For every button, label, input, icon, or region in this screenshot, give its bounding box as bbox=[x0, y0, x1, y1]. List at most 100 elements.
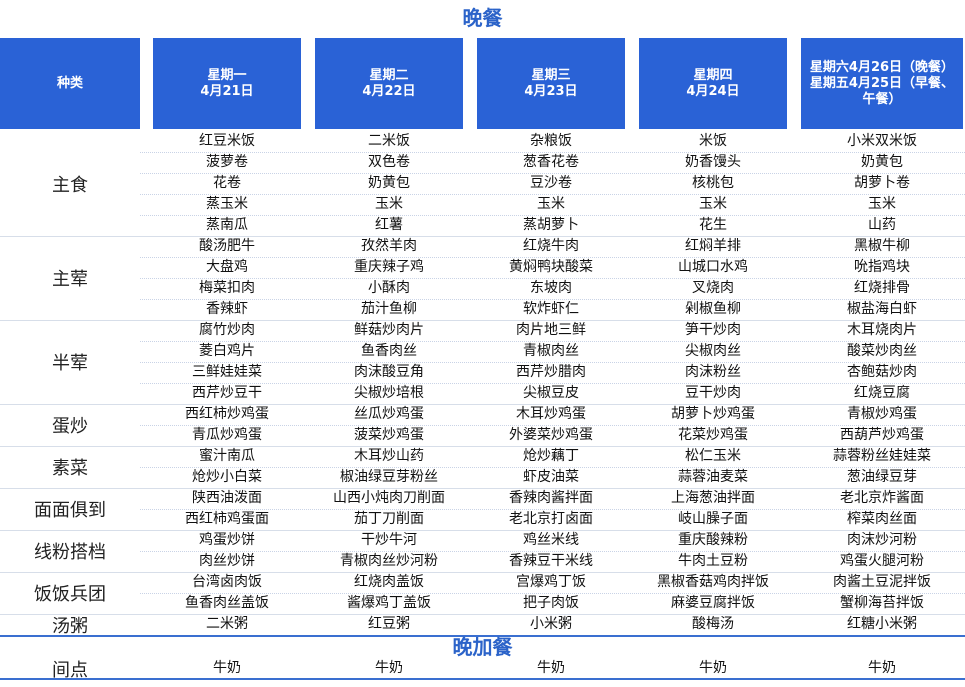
menu-item: 蟹柳海苔拌饭 bbox=[840, 595, 924, 611]
menu-item: 西芹炒腊肉 bbox=[516, 364, 586, 380]
menu-item: 红烧豆腐 bbox=[854, 385, 910, 401]
menu-item: 二米饭 bbox=[368, 133, 410, 149]
header-day-1-weekday: 星期一 bbox=[207, 67, 247, 83]
row-divider bbox=[140, 593, 965, 594]
menu-item: 牛奶 bbox=[537, 660, 565, 676]
category-label: 间点 bbox=[52, 659, 88, 681]
menu-item: 奶黄包 bbox=[861, 154, 903, 170]
header-day-4-date: 4月24日 bbox=[686, 83, 740, 99]
menu-item: 酸梅汤 bbox=[692, 616, 734, 632]
menu-item: 尖椒炒培根 bbox=[354, 385, 424, 401]
menu-item: 菱白鸡片 bbox=[199, 343, 255, 359]
menu-item: 香辣豆干米线 bbox=[509, 553, 593, 569]
menu-item: 红豆米饭 bbox=[199, 133, 255, 149]
category-label: 主荤 bbox=[52, 269, 88, 290]
header-day-1: 星期一 4月21日 bbox=[153, 38, 301, 129]
menu-item: 山城口水鸡 bbox=[678, 259, 748, 275]
menu-item: 豆沙卷 bbox=[530, 175, 572, 191]
header-category: 种类 bbox=[0, 38, 140, 129]
menu-item: 黄焖鸭块酸菜 bbox=[509, 259, 593, 275]
menu-item: 虾皮油菜 bbox=[523, 469, 579, 485]
menu-item: 宫爆鸡丁饭 bbox=[516, 574, 586, 590]
menu-item: 榨菜肉丝面 bbox=[847, 511, 917, 527]
menu-item: 老北京打卤面 bbox=[509, 511, 593, 527]
category-label: 主食 bbox=[52, 174, 88, 196]
menu-item: 肉沫炒河粉 bbox=[847, 532, 917, 548]
category-divider bbox=[0, 320, 965, 321]
category-divider bbox=[0, 488, 965, 489]
menu-item: 玉米 bbox=[868, 196, 896, 212]
menu-item: 尖椒肉丝 bbox=[685, 343, 741, 359]
menu-item: 红烧牛肉 bbox=[523, 238, 579, 254]
menu-item: 吮指鸡块 bbox=[854, 259, 910, 275]
menu-item: 花生 bbox=[699, 217, 727, 233]
menu-item: 尖椒豆皮 bbox=[523, 385, 579, 401]
menu-item: 孜然羊肉 bbox=[361, 238, 417, 254]
menu-item: 菠菜炒鸡蛋 bbox=[354, 427, 424, 443]
menu-item: 青瓜炒鸡蛋 bbox=[192, 427, 262, 443]
menu-item: 红糖小米粥 bbox=[847, 616, 917, 632]
menu-item: 红焖羊排 bbox=[685, 238, 741, 254]
menu-item: 酸汤肥牛 bbox=[199, 238, 255, 254]
row-divider bbox=[140, 152, 965, 153]
menu-item: 干炒牛河 bbox=[361, 532, 417, 548]
extra-meal-title: 晚加餐 bbox=[452, 635, 513, 659]
row-divider bbox=[140, 215, 965, 216]
menu-item: 西红柿炒鸡蛋 bbox=[185, 406, 269, 422]
menu-item: 鸡蛋火腿河粉 bbox=[840, 553, 924, 569]
row-divider bbox=[140, 173, 965, 174]
menu-item: 麻婆豆腐拌饭 bbox=[671, 595, 755, 611]
menu-item: 蜜汁南瓜 bbox=[199, 448, 255, 464]
menu-item: 蒸胡萝卜 bbox=[523, 217, 579, 233]
row-divider bbox=[140, 467, 965, 468]
menu-item: 腐竹炒肉 bbox=[199, 322, 255, 338]
menu-item: 香辣肉酱拌面 bbox=[509, 490, 593, 506]
menu-item: 松仁玉米 bbox=[685, 448, 741, 464]
menu-item: 重庆辣子鸡 bbox=[354, 259, 424, 275]
menu-item: 把子肉饭 bbox=[523, 595, 579, 611]
bottom-divider bbox=[0, 678, 965, 680]
row-divider bbox=[140, 299, 965, 300]
category-label: 素菜 bbox=[52, 458, 88, 479]
menu-item: 西芹炒豆干 bbox=[192, 385, 262, 401]
header-day-5-saturday: 星期六4月26日（晚餐） bbox=[809, 59, 955, 75]
menu-item: 牛奶 bbox=[868, 660, 896, 676]
category-divider bbox=[0, 530, 965, 531]
menu-item: 肉片地三鲜 bbox=[516, 322, 586, 338]
menu-item: 杏鲍菇炒肉 bbox=[847, 364, 917, 380]
menu-item: 豆干炒肉 bbox=[685, 385, 741, 401]
menu-item: 陕西油泼面 bbox=[192, 490, 262, 506]
menu-item: 杂粮饭 bbox=[530, 133, 572, 149]
menu-item: 台湾卤肉饭 bbox=[192, 574, 262, 590]
menu-item: 炝炒小白菜 bbox=[192, 469, 262, 485]
menu-item: 蒜蓉油麦菜 bbox=[678, 469, 748, 485]
menu-item: 炝炒藕丁 bbox=[523, 448, 579, 464]
menu-item: 牛奶 bbox=[375, 660, 403, 676]
menu-item: 小酥肉 bbox=[368, 280, 410, 296]
category-divider bbox=[0, 614, 965, 615]
category-divider bbox=[0, 446, 965, 447]
menu-item: 小米粥 bbox=[530, 616, 572, 632]
menu-item: 花菜炒鸡蛋 bbox=[678, 427, 748, 443]
menu-item: 玉米 bbox=[537, 196, 565, 212]
menu-item: 核桃包 bbox=[692, 175, 734, 191]
menu-item: 鱼香肉丝盖饭 bbox=[185, 595, 269, 611]
row-divider bbox=[140, 383, 965, 384]
row-divider bbox=[140, 425, 965, 426]
menu-item: 木耳炒鸡蛋 bbox=[516, 406, 586, 422]
menu-item: 米饭 bbox=[699, 133, 727, 149]
menu-item: 葱油绿豆芽 bbox=[847, 469, 917, 485]
menu-item: 青椒肉丝 bbox=[523, 343, 579, 359]
menu-item: 剁椒鱼柳 bbox=[685, 301, 741, 317]
menu-item: 丝瓜炒鸡蛋 bbox=[354, 406, 424, 422]
menu-item: 岐山臊子面 bbox=[678, 511, 748, 527]
header-day-4: 星期四 4月24日 bbox=[639, 38, 787, 129]
menu-item: 木耳炒山药 bbox=[354, 448, 424, 464]
menu-item: 红豆粥 bbox=[368, 616, 410, 632]
menu-item: 青椒炒鸡蛋 bbox=[847, 406, 917, 422]
menu-item: 山药 bbox=[868, 217, 896, 233]
header-day-1-date: 4月21日 bbox=[200, 83, 254, 99]
menu-item: 软炸虾仁 bbox=[523, 301, 579, 317]
menu-item: 胡萝卜卷 bbox=[854, 175, 910, 191]
menu-item: 肉沫酸豆角 bbox=[354, 364, 424, 380]
